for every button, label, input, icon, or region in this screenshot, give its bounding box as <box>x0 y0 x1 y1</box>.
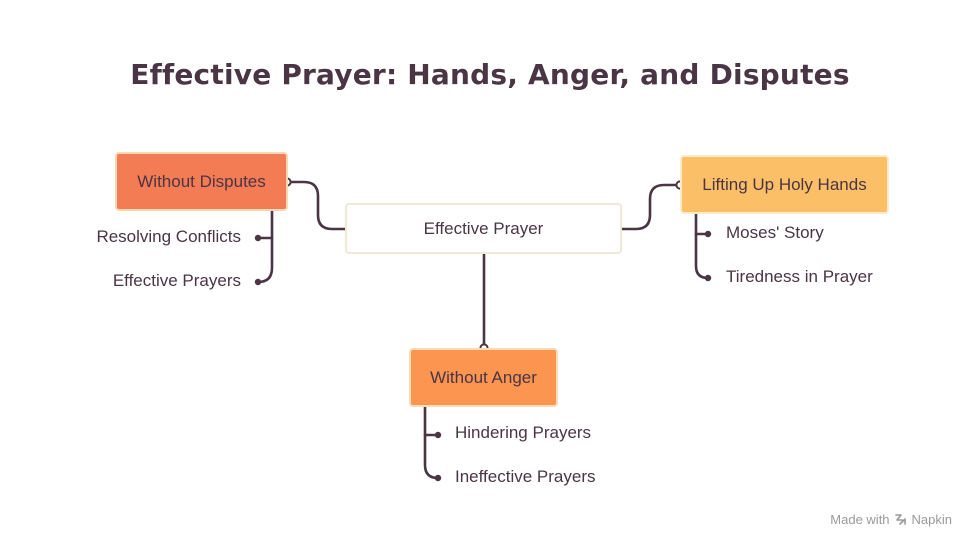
leaf-hindering-prayers: Hindering Prayers <box>455 423 592 442</box>
branch-without-disputes: Without Disputes <box>115 152 288 211</box>
connector-hands-leaves <box>694 212 710 280</box>
branch-without-anger: Without Anger <box>409 348 558 407</box>
dot-hands-leaf2 <box>704 274 712 282</box>
branch-without-anger-label: Without Anger <box>430 367 537 387</box>
leaf-effective-prayers: Effective Prayers <box>112 271 241 290</box>
connector-disputes-leaves <box>256 209 274 284</box>
made-with-text: Made with <box>830 512 890 527</box>
dot-disputes-leaf1 <box>254 234 262 242</box>
leaf-moses-story: Moses' Story <box>726 223 824 242</box>
napkin-logo-icon <box>894 514 906 525</box>
dot-anger-leaf1 <box>434 431 442 439</box>
connector-center-hands <box>620 183 682 231</box>
diagram-title: Effective Prayer: Hands, Anger, and Disp… <box>130 58 850 91</box>
dot-anger-leaf2 <box>434 474 442 482</box>
napkin-attribution[interactable]: Made with Napkin <box>830 512 952 527</box>
branch-without-disputes-label: Without Disputes <box>137 171 266 191</box>
center-node-label: Effective Prayer <box>423 218 544 238</box>
branch-lifting-up-holy-hands: Lifting Up Holy Hands <box>680 155 889 214</box>
branch-holy-hands-label: Lifting Up Holy Hands <box>702 174 867 194</box>
napkin-brand-text: Napkin <box>911 512 952 527</box>
dot-disputes-leaf2 <box>254 278 262 286</box>
center-node: Effective Prayer <box>345 203 622 254</box>
connector-anger-leaves <box>423 405 440 480</box>
leaf-tiredness-in-prayer: Tiredness in Prayer <box>726 267 873 286</box>
dot-hands-leaf1 <box>704 230 712 238</box>
leaf-ineffective-prayers: Ineffective Prayers <box>455 467 596 486</box>
connector-center-disputes <box>286 180 347 231</box>
leaf-resolving-conflicts: Resolving Conflicts <box>96 227 241 246</box>
